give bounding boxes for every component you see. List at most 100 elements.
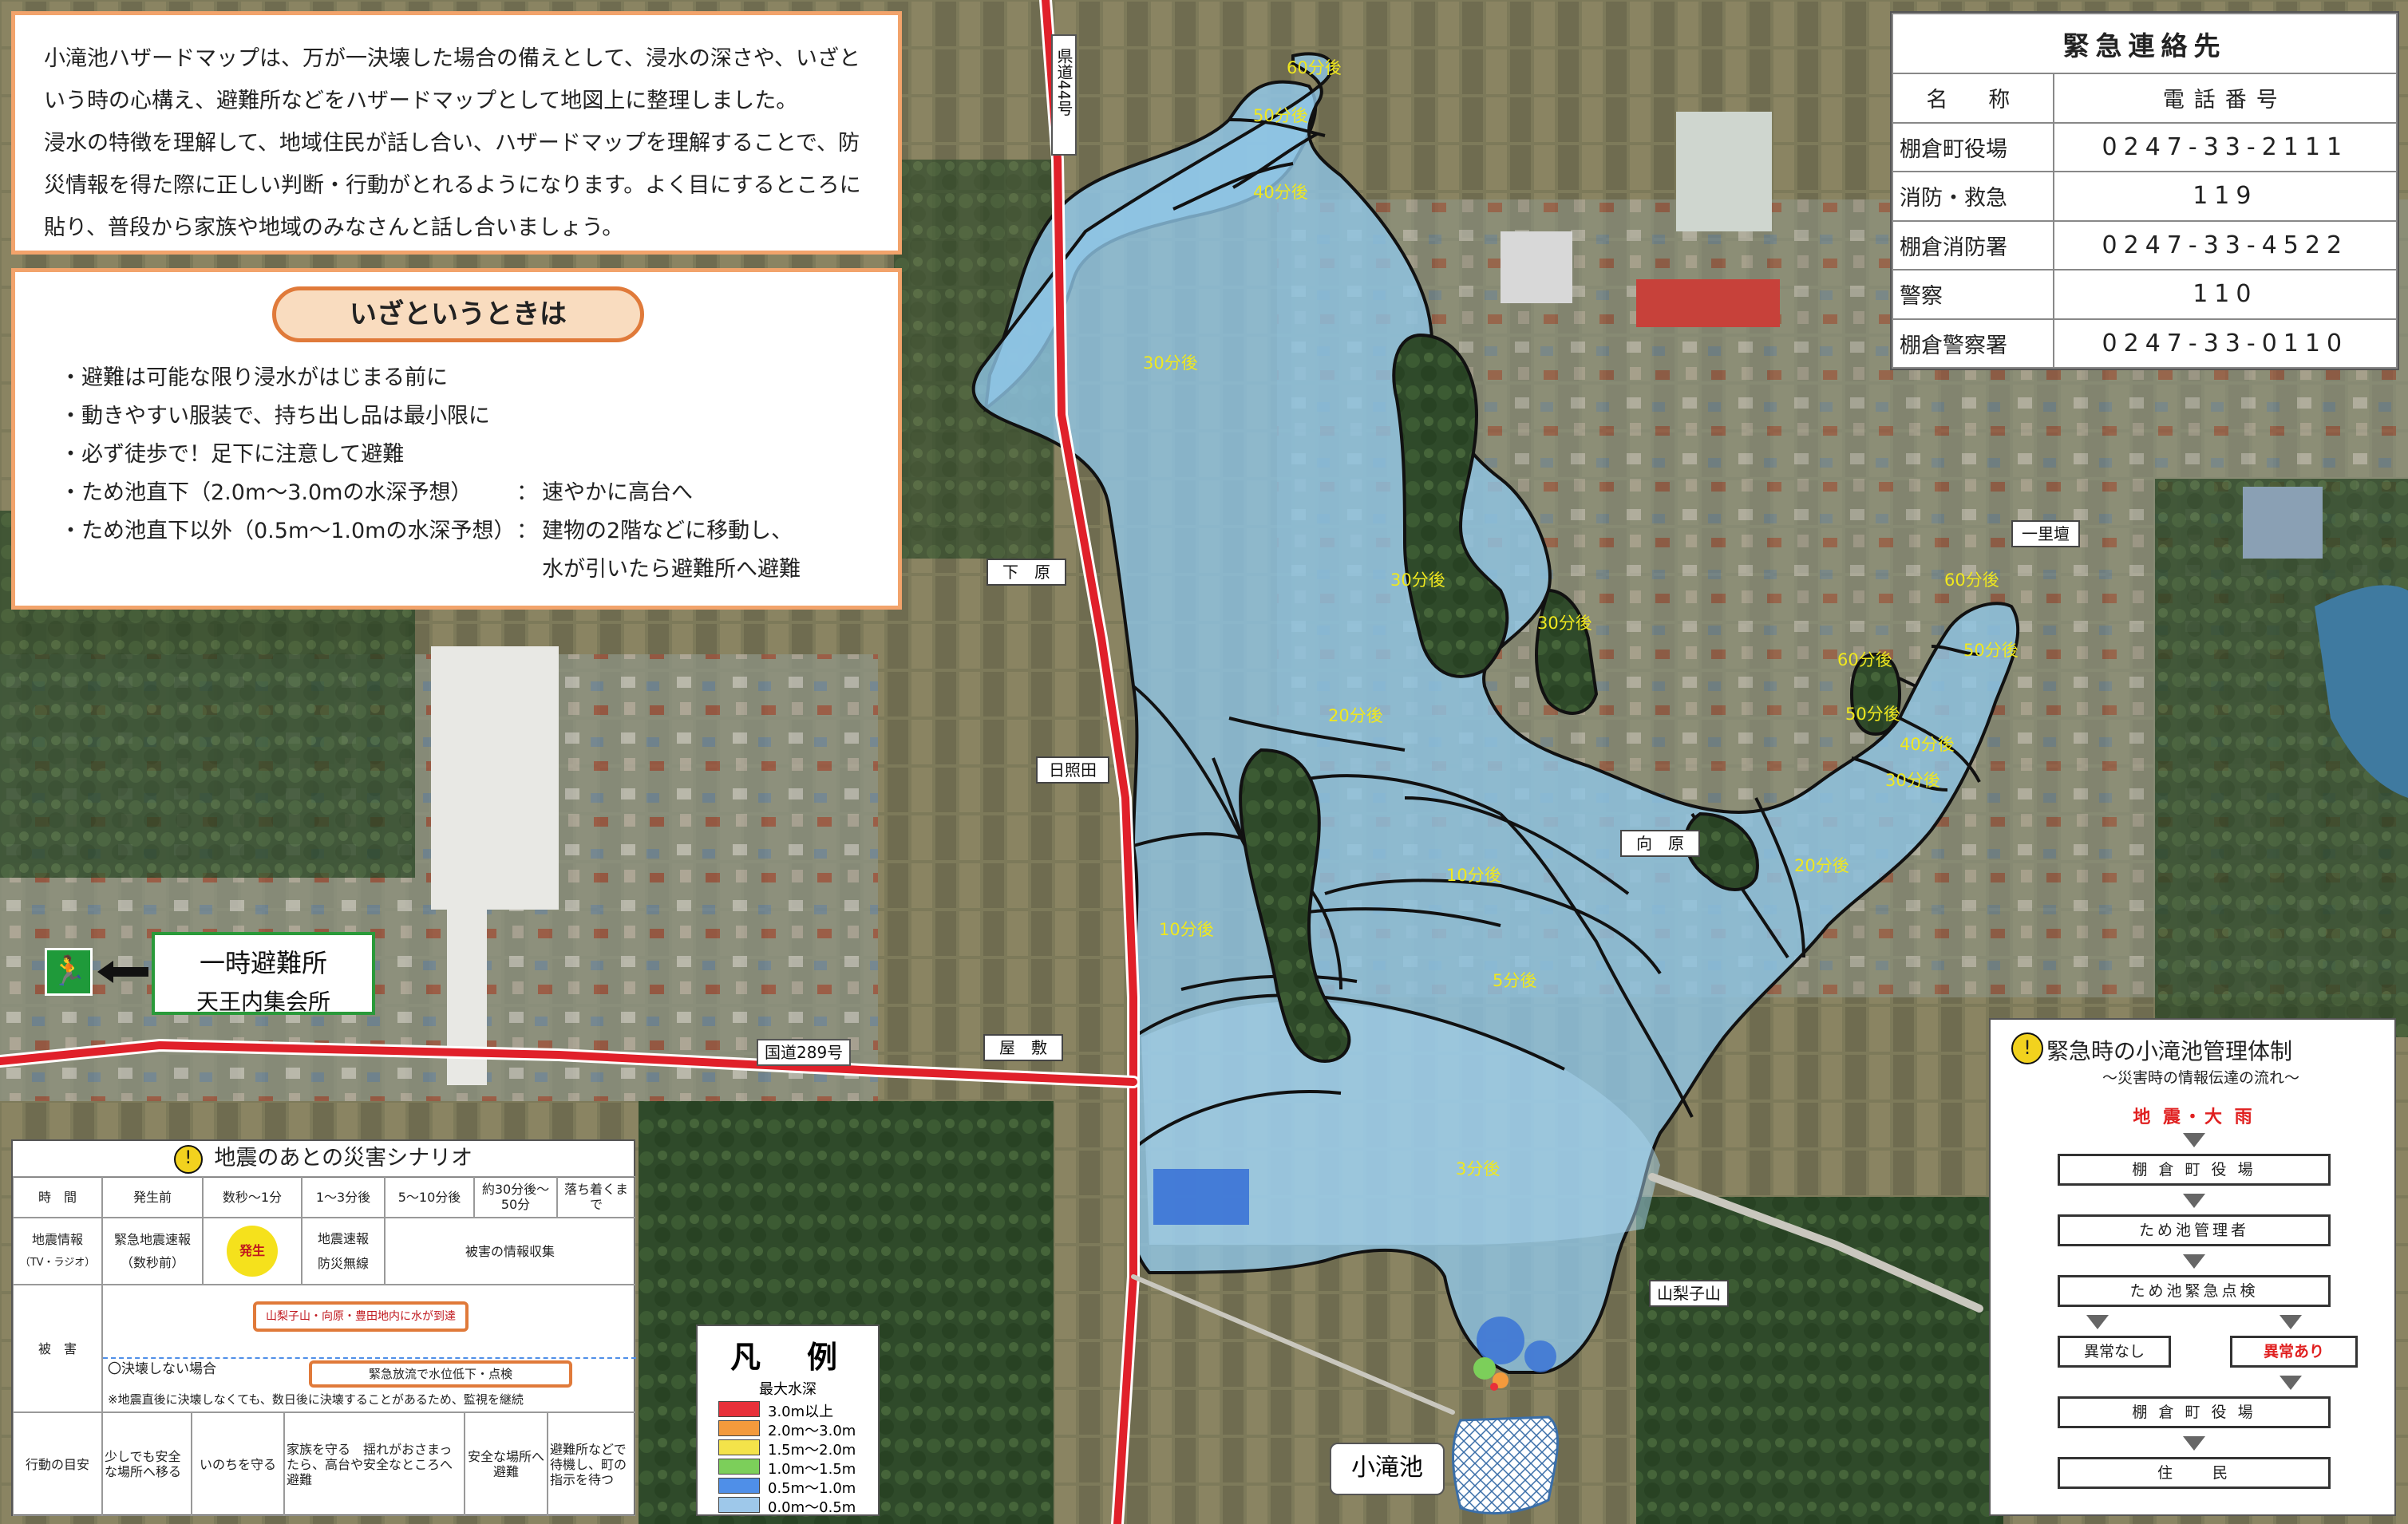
colon: ： [516,519,538,543]
shelter-name: 天王内集会所 [196,989,330,1015]
emergency-action: 水が引いたら避難所へ避難 [542,557,801,582]
flow-step-town-office: 棚 倉 町 役 場 [2058,1154,2331,1186]
sc-collect: 被害の情報収集 [385,1218,635,1285]
flood-area [971,52,2020,1391]
emergency-item: ・必ず徒歩で！足下に注意して避難 [60,442,405,467]
flow-arrow [2279,1376,2302,1390]
flow-arrow [2183,1436,2205,1451]
sc-header: 発生前 [102,1176,203,1218]
flow-step-town-office-2: 棚 倉 町 役 場 [2058,1396,2331,1428]
route-kokudo-289: 国道289号 [757,1039,852,1066]
time-label: 20分後 [1328,706,1383,725]
shelter-title: 一時避難所 [199,948,327,978]
map-legend: 凡 例 最大水深 3.0m以上 2.0m～3.0m 1.5m～2.0m 1.0m… [696,1325,880,1516]
place-kotakiike: 小滝池 [1330,1443,1445,1495]
contact-tel[interactable]: 0247-33-4522 [2052,219,2398,270]
flow-arrow [2086,1315,2109,1329]
roads [0,0,1983,1524]
legend-label: 1.5m～2.0m [768,1442,856,1459]
legend-swatch [718,1459,760,1475]
place-ichirizuka: 一里壇 [2011,520,2080,547]
scenario-grid: 時 間 発生前 数秒～1分 1～3分後 5～10分後 約30分後～50分 落ち着… [13,1176,636,1516]
quake-alert-sub: （数秒前） [120,1255,184,1270]
contact-tel[interactable]: 0247-33-2111 [2052,121,2398,172]
lowering-box: 緊急放流で水位低下・点検 [309,1360,572,1388]
sc-act5: 避難所などで待機し、町の指示を待つ [548,1412,635,1516]
intro-line: 浸水の特徴を理解して、地域住民が話し合い、ハザードマップを理解することで、防 [44,131,860,156]
no-break-label: 〇決壊しない場合 [108,1361,216,1377]
emergency-action: 建物の2階などに移動し、 [542,519,793,543]
temporary-shelter-box: 一時避難所 天王内集会所 [152,932,375,1015]
sc-report: 地震速報 防災無線 [302,1218,385,1285]
contact-name: 警察 [1892,269,2054,320]
flow-step-residents: 住 民 [2058,1457,2331,1489]
time-label: 40分後 [1900,735,1955,754]
flow-step-manager: ため池管理者 [2058,1214,2331,1246]
flow-arrow [2279,1315,2302,1329]
flow-ok: 異常なし [2058,1336,2171,1368]
time-label: 50分後 [1253,106,1308,125]
flow-arrow [2183,1254,2205,1269]
sc-header: 落ち着くまで [557,1176,635,1218]
col-tel-header: 電話番号 [2052,73,2398,124]
colon: ： [516,480,538,505]
radio: 防災無線 [317,1256,369,1271]
time-label: 40分後 [1253,183,1308,202]
sc-act4: 安全な場所へ避難 [465,1412,548,1516]
flow-arrow [2183,1194,2205,1208]
time-label: 30分後 [1537,614,1592,633]
contact-name: 消防・救急 [1892,171,2054,222]
contacts-title: 緊急連絡先 [1892,13,2398,74]
sc-row-label: 地震情報 （TV・ラジオ） [13,1218,102,1285]
sc-header: 数秒～1分 [203,1176,302,1218]
contact-tel[interactable]: 0247-33-0110 [2052,318,2398,369]
legend-label: 0.5m～1.0m [768,1480,856,1497]
emergency-item: ・避難は可能な限り浸水がはじまる前に [60,365,448,390]
legend-label: 1.0m～1.5m [768,1461,856,1478]
contact-tel[interactable]: 110 [2052,269,2398,320]
contact-tel[interactable]: 119 [2052,171,2398,222]
legend-title: 凡 例 [730,1340,845,1375]
time-label: 20分後 [1794,856,1849,875]
legend-swatch [718,1478,760,1494]
legend-swatch [718,1497,760,1513]
time-label: 5分後 [1493,971,1536,990]
place-hiterida: 日照田 [1036,756,1109,784]
sc-act2: いのちを守る [192,1412,284,1516]
place-mukaihara: 向 原 [1620,830,1700,857]
contact-name: 棚倉消防署 [1892,219,2054,270]
legend-swatch [718,1439,760,1455]
row-info-sub: （TV・ラジオ） [19,1257,96,1269]
time-label: 10分後 [1159,920,1214,939]
place-shimohara: 下 原 [987,559,1066,586]
legend-swatch [718,1401,760,1417]
col-name-header: 名 称 [1892,73,2054,124]
scenario-title-bar: ! 地震のあとの災害シナリオ [13,1141,634,1178]
legend-swatch [718,1420,760,1436]
warning-icon: ! [2011,1032,2043,1064]
time-label: 60分後 [1944,571,1999,590]
sc-damage-label: 被 害 [13,1285,102,1412]
sc-quake-alert: 緊急地震速報 （数秒前） [102,1218,203,1285]
management-title: 緊急時の小滝池管理体制 [2046,1038,2293,1064]
place-yamanashikoyama: 山梨子山 [1649,1280,1729,1307]
quake-report: 地震速報 [317,1231,369,1246]
intro-line: いう時の心構え、避難所などをハザードマップとして地図上に整理しました。 [44,89,798,113]
time-label: 10分後 [1446,866,1501,885]
sc-act3: 家族を守る 揺れがおさまったら、高台や安全なところへ避難 [284,1412,465,1516]
flow-step-inspection: ため池緊急点検 [2058,1275,2331,1307]
warning-icon: ! [173,1144,203,1174]
kotaki-reservoir [1452,1415,1559,1514]
dash-line [103,1357,636,1359]
scenario-title: 地震のあとの災害シナリオ [214,1146,473,1171]
time-label: 60分後 [1287,58,1342,77]
time-label: 30分後 [1885,771,1940,790]
contact-name: 棚倉町役場 [1892,121,2054,172]
intro-line: 災情報を得た際に正しい判断・行動がとれるようになります。よく目にするところに [44,173,861,198]
sc-header: 約30分後～50分 [474,1176,557,1218]
sc-occur-cell: 発生 [203,1218,302,1285]
occur-badge: 発生 [227,1226,278,1277]
contact-name: 棚倉警察署 [1892,318,2054,369]
legend-label: 0.0m～0.5m [768,1499,856,1516]
